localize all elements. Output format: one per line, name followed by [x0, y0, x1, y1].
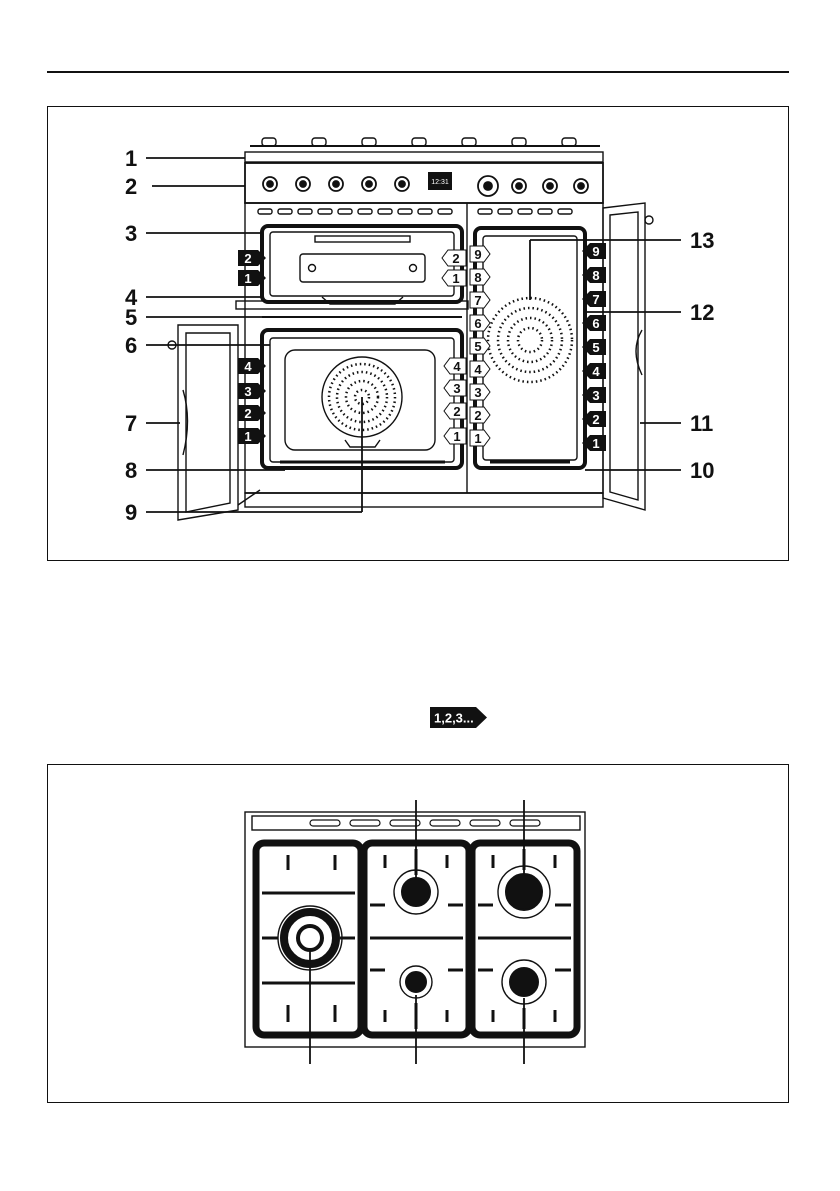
clock-display-time: 12:31 [431, 179, 449, 186]
shelf-level-badge-label: 1,2,3... [434, 711, 474, 726]
svg-text:1: 1 [474, 431, 481, 446]
callout-11: 11 [690, 413, 713, 435]
callout-12: 12 [690, 302, 714, 324]
callout-8: 8 [125, 460, 137, 482]
svg-text:2: 2 [452, 251, 459, 266]
callout-leaders [146, 158, 681, 512]
svg-text:9: 9 [592, 244, 599, 259]
svg-text:3: 3 [453, 381, 460, 396]
svg-text:3: 3 [592, 388, 599, 403]
svg-text:1: 1 [592, 436, 599, 451]
side-oven-fan-cover [488, 298, 572, 382]
shelf-level-tags: 2 1 2 1 4 3 2 1 4 3 2 1 [238, 243, 606, 451]
callout-6: 6 [125, 335, 137, 357]
svg-text:7: 7 [474, 293, 481, 308]
svg-text:2: 2 [244, 251, 251, 266]
plinth [245, 493, 603, 507]
svg-text:3: 3 [244, 384, 251, 399]
top-oven-seal [262, 226, 462, 302]
svg-text:2: 2 [453, 404, 460, 419]
callout-10: 10 [690, 460, 714, 482]
pan-support-bumps [262, 138, 576, 146]
callout-3: 3 [125, 223, 137, 245]
svg-text:9: 9 [474, 247, 481, 262]
svg-text:8: 8 [592, 268, 599, 283]
svg-text:6: 6 [474, 316, 481, 331]
svg-text:1: 1 [244, 271, 251, 286]
svg-text:5: 5 [474, 339, 481, 354]
grill-element [300, 254, 425, 282]
svg-text:6: 6 [592, 316, 599, 331]
side-oven-right-levels: 9 8 7 6 5 4 3 2 1 [582, 243, 606, 451]
svg-text:7: 7 [592, 292, 599, 307]
control-knobs [263, 176, 588, 196]
callout-13: 13 [690, 230, 714, 252]
callout-1: 1 [125, 148, 137, 170]
svg-text:8: 8 [474, 270, 481, 285]
callout-5: 5 [125, 307, 137, 329]
shelf-level-badge: 1,2,3... [430, 707, 488, 728]
callout-2: 2 [125, 176, 137, 198]
svg-text:2: 2 [244, 406, 251, 421]
svg-text:2: 2 [592, 412, 599, 427]
svg-text:4: 4 [474, 362, 482, 377]
callout-9: 9 [125, 502, 137, 524]
callout-7: 7 [125, 413, 137, 435]
svg-text:1: 1 [452, 271, 459, 286]
svg-text:1: 1 [244, 429, 251, 444]
hob-top-view-panel [47, 764, 789, 1103]
svg-text:2: 2 [474, 408, 481, 423]
svg-text:4: 4 [592, 364, 600, 379]
svg-text:4: 4 [244, 359, 252, 374]
vent-slots [258, 209, 572, 214]
hob-top [245, 152, 603, 162]
svg-text:1: 1 [453, 429, 460, 444]
svg-text:5: 5 [592, 340, 599, 355]
svg-text:4: 4 [453, 359, 461, 374]
side-oven-left-levels: 9 8 7 6 5 4 3 2 1 [470, 246, 490, 446]
svg-text:3: 3 [474, 385, 481, 400]
